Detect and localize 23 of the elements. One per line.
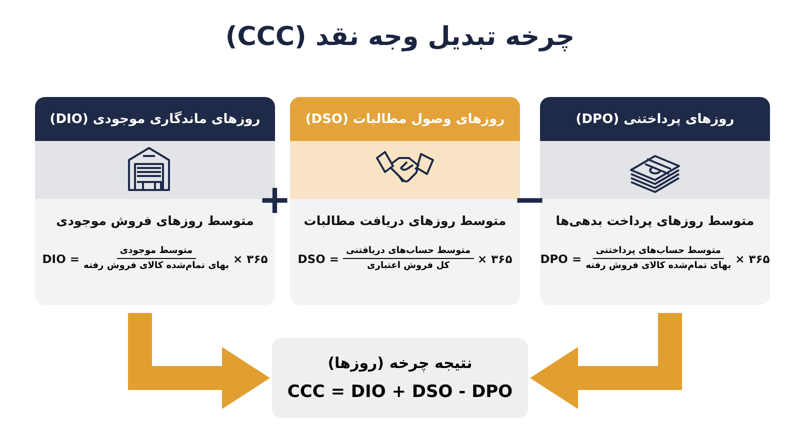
- fraction-numerator: متوسط حساب‌های پرداختنی: [592, 246, 724, 259]
- fraction-numerator: متوسط حساب‌های دریافتنی: [343, 246, 474, 259]
- operator-sign: +: [258, 180, 292, 220]
- formula-text: DSO =: [298, 252, 340, 266]
- result-heading: نتیجه چرخه (روزها): [328, 354, 472, 372]
- operator-sign: −: [513, 180, 547, 220]
- card-header: روزهای ماندگاری موجودی (DIO): [35, 97, 275, 141]
- fraction-denominator: بهای تمام‌شده کالای فروش رفته: [586, 260, 732, 271]
- diagram-title: چرخه تبدیل وجه نقد (CCC): [224, 22, 576, 52]
- formula-text: × ۳۶۵: [735, 252, 770, 266]
- formula-text: × ۳۶۵: [478, 252, 512, 266]
- card-subtitle: متوسط روزهای دریافت مطالبات: [302, 213, 508, 228]
- formula-text: DPO =: [540, 252, 582, 266]
- formula-text: CCC = DIO + DSO - DPO: [287, 382, 513, 402]
- fraction-denominator: بهای تمام‌شده کالای فروش رفته: [84, 260, 230, 271]
- formula-text: DIO =: [42, 252, 80, 266]
- fraction-numerator: متوسط موجودی: [116, 246, 196, 259]
- card-subtitle: متوسط روزهای فروش موجودی: [55, 213, 255, 228]
- card-header: روزهای پرداختنی (DPO): [540, 97, 770, 141]
- formula-text: × ۳۶۵: [233, 252, 268, 266]
- card-subtitle: متوسط روزهای پرداخت بدهی‌ها: [554, 213, 756, 228]
- card-header: روزهای وصول مطالبات (DSO): [290, 97, 520, 141]
- fraction-denominator: کل فروش اعتباری: [367, 260, 450, 271]
